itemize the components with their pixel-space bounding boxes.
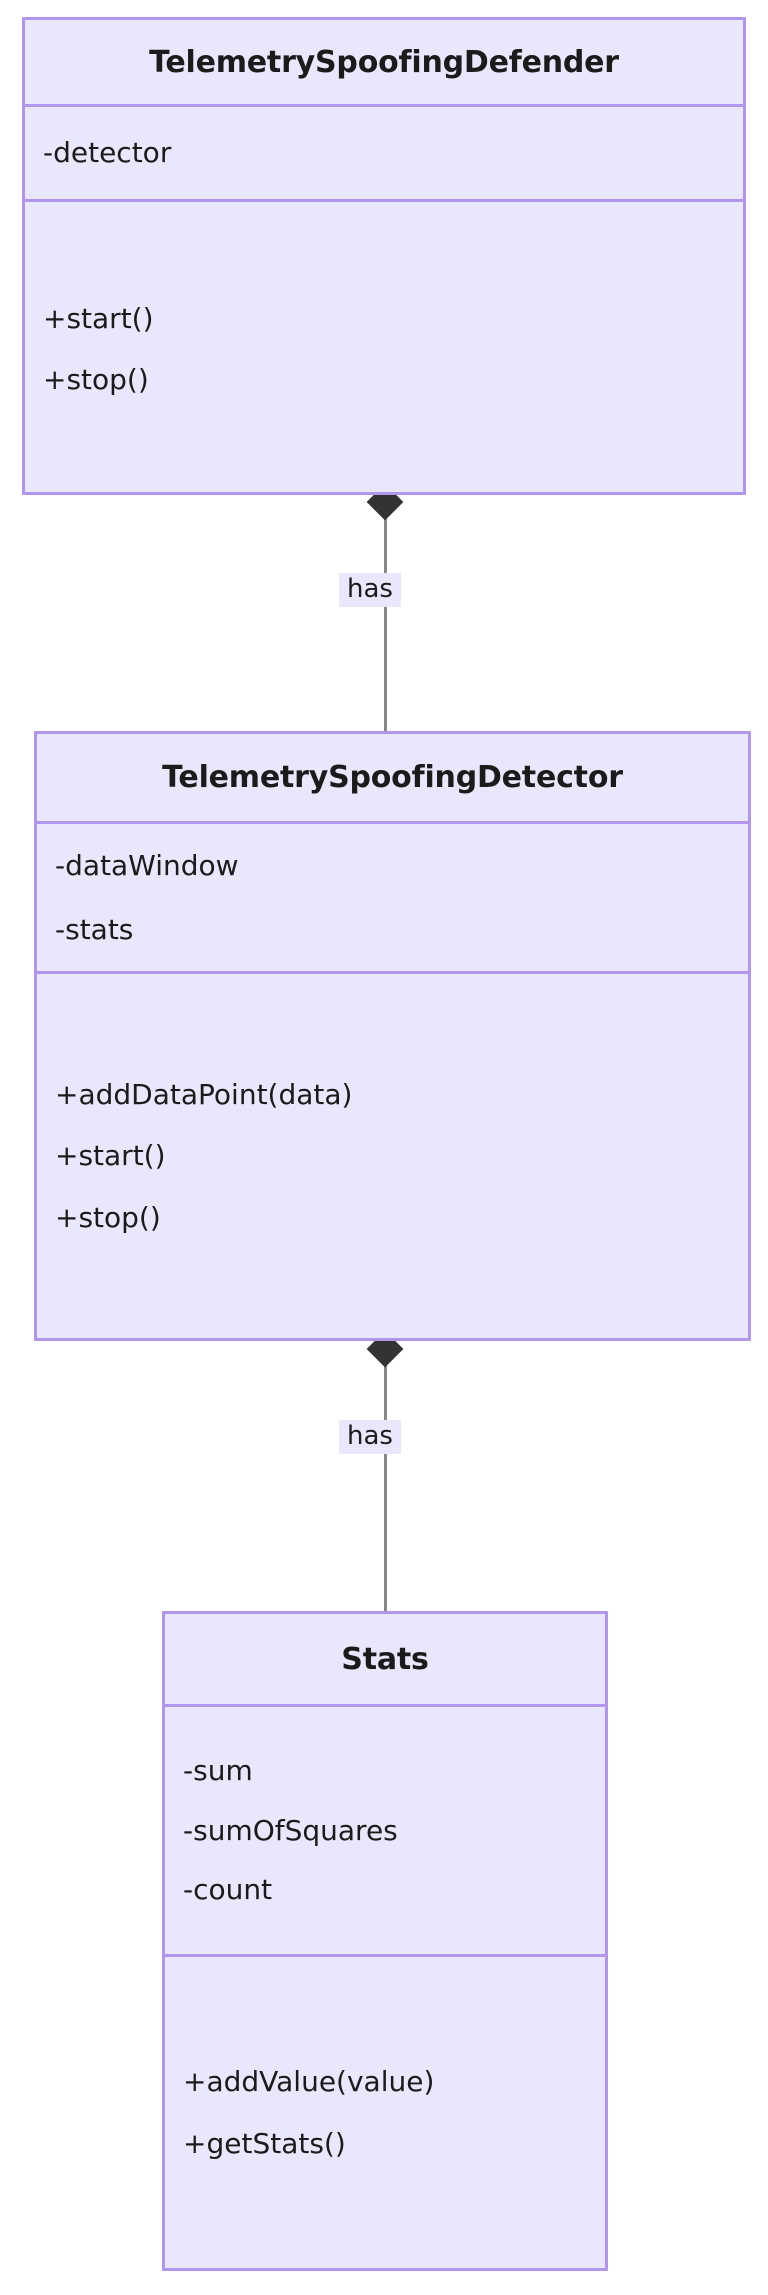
class-name: TelemetrySpoofingDefender bbox=[149, 44, 619, 80]
class-method: +start() bbox=[55, 1139, 166, 1173]
class-title-compartment: TelemetrySpoofingDetector bbox=[37, 734, 748, 821]
relationship-label: has bbox=[339, 573, 401, 607]
composition-line bbox=[384, 1341, 387, 1613]
class-method: +start() bbox=[43, 301, 154, 335]
class-method: +getStats() bbox=[183, 2126, 346, 2160]
class-method: +addDataPoint(data) bbox=[55, 1077, 353, 1111]
class-attributes-compartment: -detector bbox=[25, 104, 743, 199]
class-box-stats[interactable]: Stats -sum -sumOfSquares -count +addValu… bbox=[162, 1611, 608, 2271]
class-box-telemetryspoofingdefender[interactable]: TelemetrySpoofingDefender -detector +sta… bbox=[22, 17, 746, 495]
class-attribute: -dataWindow bbox=[55, 849, 239, 883]
class-method: +stop() bbox=[55, 1200, 161, 1234]
relationship-label: has bbox=[339, 1420, 401, 1454]
class-methods-compartment: +addValue(value) +getStats() bbox=[165, 1954, 605, 2268]
class-attribute: -sum bbox=[183, 1754, 253, 1788]
composition-line bbox=[384, 494, 387, 731]
class-method: +addValue(value) bbox=[183, 2065, 435, 2099]
class-box-telemetryspoofingdetector[interactable]: TelemetrySpoofingDetector -dataWindow -s… bbox=[34, 731, 751, 1341]
class-title-compartment: TelemetrySpoofingDefender bbox=[25, 20, 743, 104]
class-attributes-compartment: -sum -sumOfSquares -count bbox=[165, 1704, 605, 1954]
class-attribute: -detector bbox=[43, 136, 172, 170]
class-attribute: -stats bbox=[55, 912, 134, 946]
class-attributes-compartment: -dataWindow -stats bbox=[37, 821, 748, 971]
class-title-compartment: Stats bbox=[165, 1614, 605, 1704]
class-name: TelemetrySpoofingDetector bbox=[162, 760, 623, 795]
class-attribute: -count bbox=[183, 1873, 273, 1907]
class-methods-compartment: +start() +stop() bbox=[25, 199, 743, 492]
class-name: Stats bbox=[341, 1641, 429, 1677]
class-methods-compartment: +addDataPoint(data) +start() +stop() bbox=[37, 971, 748, 1338]
class-attribute: -sumOfSquares bbox=[183, 1813, 398, 1847]
class-method: +stop() bbox=[43, 363, 149, 396]
